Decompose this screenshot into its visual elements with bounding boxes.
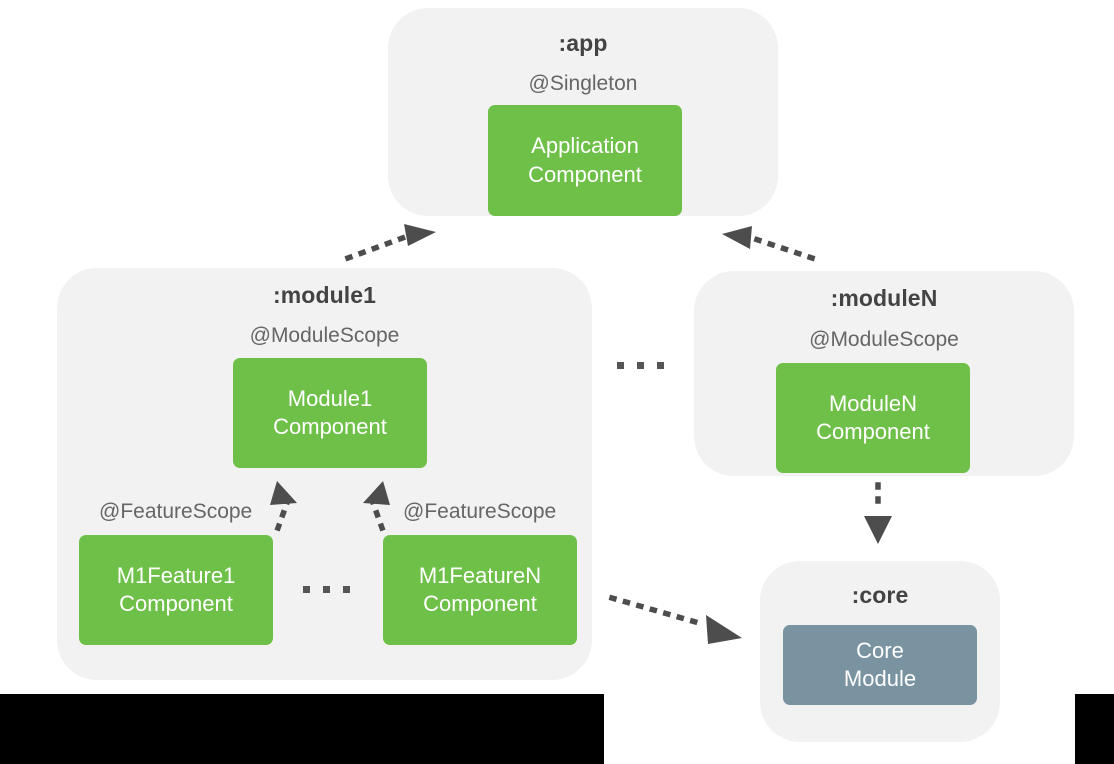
arrow-module1-to-app: [344, 224, 436, 262]
arrow-modulen-to-core: [864, 482, 892, 544]
component-module1-line1: Module1: [287, 385, 373, 411]
module-title-app: :app: [558, 30, 608, 56]
scope-label-featurescope-right: @FeatureScope: [403, 500, 557, 523]
scope-label-modulescope-n: @ModuleScope: [809, 328, 959, 351]
component-modulen[interactable]: ModuleN Component: [776, 363, 970, 473]
module-title-module1: :module1: [272, 282, 377, 308]
component-module1-line2: Component: [273, 414, 387, 439]
component-m1featuren-line2: Component: [423, 591, 537, 616]
component-application-line1: Application: [531, 133, 639, 159]
module-title-core: :core: [851, 582, 909, 608]
module-container-modulen: :moduleN @ModuleScope ModuleN Component: [694, 271, 1074, 476]
scope-label-modulescope-1: @ModuleScope: [249, 324, 400, 347]
component-application-line2: Component: [528, 161, 642, 187]
component-module1[interactable]: Module1 Component: [233, 358, 427, 468]
component-modulen-line1: ModuleN: [828, 390, 918, 416]
component-m1featuren-line1: M1FeatureN: [418, 562, 542, 588]
module-container-app: :app @Singleton Application Component: [388, 8, 778, 216]
modules-ellipsis: [617, 362, 664, 369]
module-container-module1: :module1 @ModuleScope Module1 Component …: [57, 268, 592, 680]
arrow-modulen-to-app: [722, 226, 816, 262]
component-core-module[interactable]: Core Module: [783, 625, 977, 705]
component-m1feature1-line1: M1Feature1: [116, 562, 236, 588]
component-m1feature1[interactable]: M1Feature1 Component: [79, 535, 273, 645]
features-ellipsis: [303, 586, 350, 593]
component-core-module-line2: Module: [843, 666, 917, 691]
component-m1feature1-line2: Component: [119, 591, 233, 616]
module-title-modulen: :moduleN: [830, 285, 938, 311]
bottom-black-bar-left: [0, 694, 604, 764]
scope-label-featurescope-left: @FeatureScope: [99, 500, 253, 523]
component-application[interactable]: Application Component: [488, 105, 682, 216]
component-core-module-line1: Core: [856, 637, 904, 663]
scope-label-singleton: @Singleton: [528, 72, 638, 95]
arrow-module1-to-core: [608, 594, 742, 644]
component-m1featuren[interactable]: M1FeatureN Component: [383, 535, 577, 645]
bottom-black-bar-right: [1075, 694, 1114, 764]
component-modulen-line2: Component: [816, 419, 930, 444]
module-container-core: :core Core Module: [760, 561, 1000, 742]
